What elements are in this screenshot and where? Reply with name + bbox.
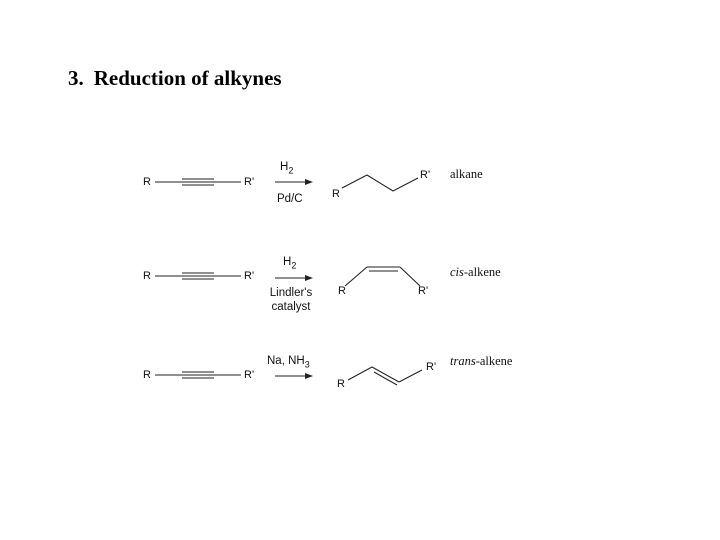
reagent-2-top-sub: 2: [291, 260, 297, 271]
reagent-3-top-sub: 3: [304, 359, 310, 370]
title-text: Reduction of alkynes: [93, 66, 282, 90]
arrow-head-3: [305, 373, 313, 379]
arrow-head-2: [305, 275, 313, 281]
product-3-name: trans-alkene: [450, 354, 512, 369]
reagent-1-top: H2: [280, 160, 293, 177]
reactant-2-r-prime: R': [244, 270, 255, 282]
reagent-2-bottom-line1: Lindler's: [269, 287, 313, 299]
alkyne-3-bonds: [155, 371, 241, 379]
arrow-head-1: [305, 179, 313, 185]
reactant-3-r-prime: R': [244, 369, 255, 381]
reagent-1-bottom: Pd/C: [277, 193, 303, 205]
page-title: 3. Reduction of alkynes: [68, 66, 282, 91]
product-3-r: R: [337, 378, 345, 390]
alkyne-1-bonds: [155, 178, 241, 186]
product-2-name-prefix: cis: [450, 265, 464, 279]
alkyne-2-bonds: [155, 272, 241, 280]
reagent-3-top: Na, NH3: [267, 354, 310, 371]
product-1-name: alkane: [450, 167, 483, 182]
reagent-2-bottom: Lindler's catalyst: [268, 286, 314, 314]
reactant-2-r: R: [143, 270, 151, 282]
reactant-1-r: R: [143, 176, 151, 188]
product-1-name-text: alkane: [450, 167, 483, 181]
reactant-3-r: R: [143, 369, 151, 381]
reagent-1-top-text: H: [280, 161, 289, 173]
product-2-name: cis-alkene: [450, 265, 501, 280]
cis-alkene-bonds: [344, 266, 421, 287]
reagent-1-top-sub: 2: [288, 165, 294, 176]
reactant-1-r-prime: R': [244, 176, 255, 188]
reagent-2-bottom-line2: catalyst: [271, 301, 311, 313]
product-3-name-prefix: trans: [450, 354, 476, 368]
reagent-2-top: H2: [283, 255, 296, 272]
product-2-r: R: [338, 285, 346, 297]
product-2-name-text: -alkene: [463, 265, 501, 279]
reagent-3-top-text: Na, NH: [267, 355, 305, 367]
product-3-name-text: -alkene: [475, 354, 513, 368]
product-3-r-prime: R': [426, 361, 437, 373]
title-number: 3.: [68, 66, 84, 90]
reagent-2-top-text: H: [283, 256, 292, 268]
alkane-chain: [341, 174, 419, 192]
product-1-r: R: [332, 188, 340, 200]
product-2-r-prime: R': [418, 285, 429, 297]
trans-alkene-bonds: [347, 366, 423, 386]
product-1-r-prime: R': [420, 169, 431, 181]
